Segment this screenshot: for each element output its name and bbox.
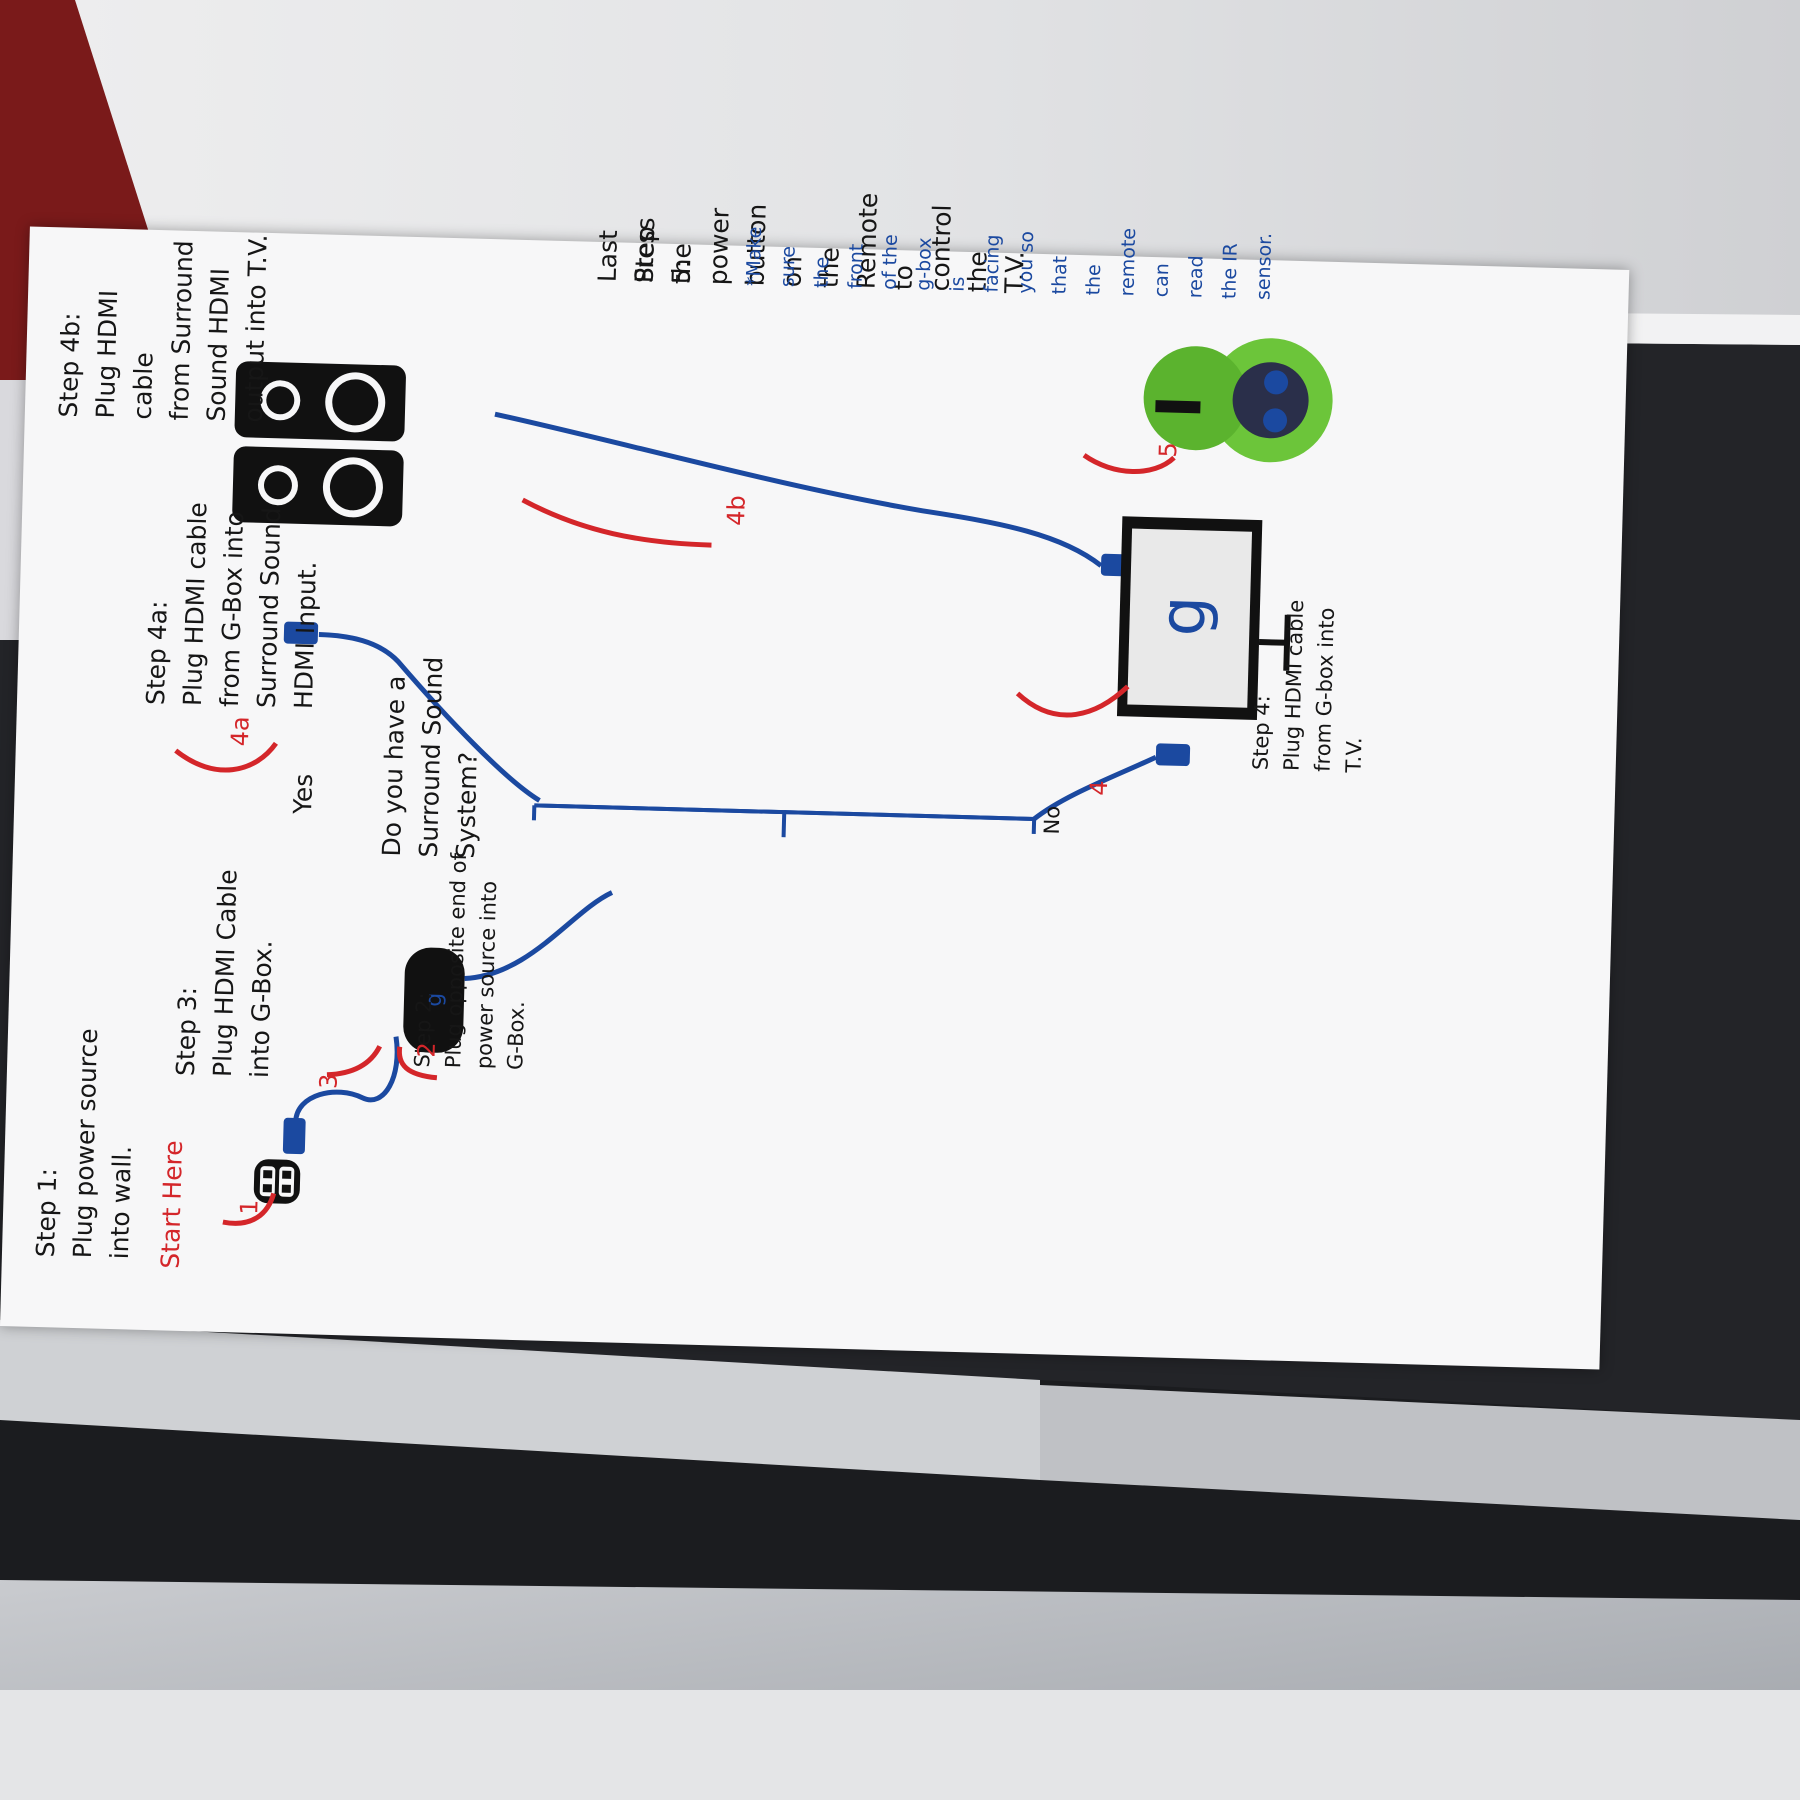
wall-outlet-icon (253, 1159, 301, 1204)
hdmi-cable-4b (494, 411, 1103, 568)
hdmi-cable-no (1032, 754, 1157, 821)
hdmi-cable-yes (318, 631, 541, 803)
step4-title: Step 4: (1248, 694, 1275, 771)
step3-title: Step 3: (170, 986, 203, 1077)
hdmi-cable-gbox (464, 890, 614, 982)
surround-question: Do you have a Surround Sound System? (376, 656, 483, 859)
gbox-device-icon: g (403, 947, 465, 1053)
step-arrows (174, 453, 1176, 1226)
branch-yes-label: Yes (288, 773, 319, 815)
arrow-number-2: 2 (412, 1041, 441, 1058)
sheet-graphics: g (174, 338, 1333, 1226)
tv-icon: g (1116, 516, 1291, 720)
arrow-number-1: 1 (235, 1199, 264, 1216)
step1-text: Plug power source into wall. (67, 1027, 137, 1260)
power-cable (293, 1036, 400, 1123)
start-here-label: Start Here (155, 1139, 189, 1270)
speakers-icon (232, 361, 406, 527)
step2-text: Plug opposite end of power source into G… (441, 852, 530, 1071)
branch-no-label: No (1039, 805, 1065, 835)
step4b-title: Step 4b: (53, 312, 86, 418)
arrow-number-4a: 4a (225, 715, 255, 747)
step4-text: Plug HDMI cable from G-box into T.V. (1279, 599, 1367, 773)
arrow-number-4b: 4b (722, 494, 751, 527)
step4b-text: Plug HDMI cable from Surround Sound HDMI… (90, 233, 273, 423)
arrow-number-5: 5 (1154, 441, 1183, 458)
step1-title: Step 1: (30, 1167, 63, 1258)
svg-text:g: g (1146, 595, 1221, 638)
step4a-title: Step 4a: (140, 600, 173, 706)
step4a-text: Plug HDMI cable from G-Box into Surround… (177, 501, 322, 710)
instruction-sheet: g (0, 192, 1630, 1370)
gbox-mascot-icon (1143, 338, 1333, 463)
hdmi-plug-tv (1155, 743, 1191, 767)
power-plug-icon (282, 1117, 306, 1155)
step3-text: Plug HDMI Cable into G-Box. (207, 869, 278, 1079)
arrow-number-4: 4 (1084, 780, 1114, 797)
hdmi-plug-speaker (283, 621, 319, 645)
svg-text:g: g (422, 992, 447, 1007)
arrow-number-3: 3 (314, 1073, 343, 1090)
